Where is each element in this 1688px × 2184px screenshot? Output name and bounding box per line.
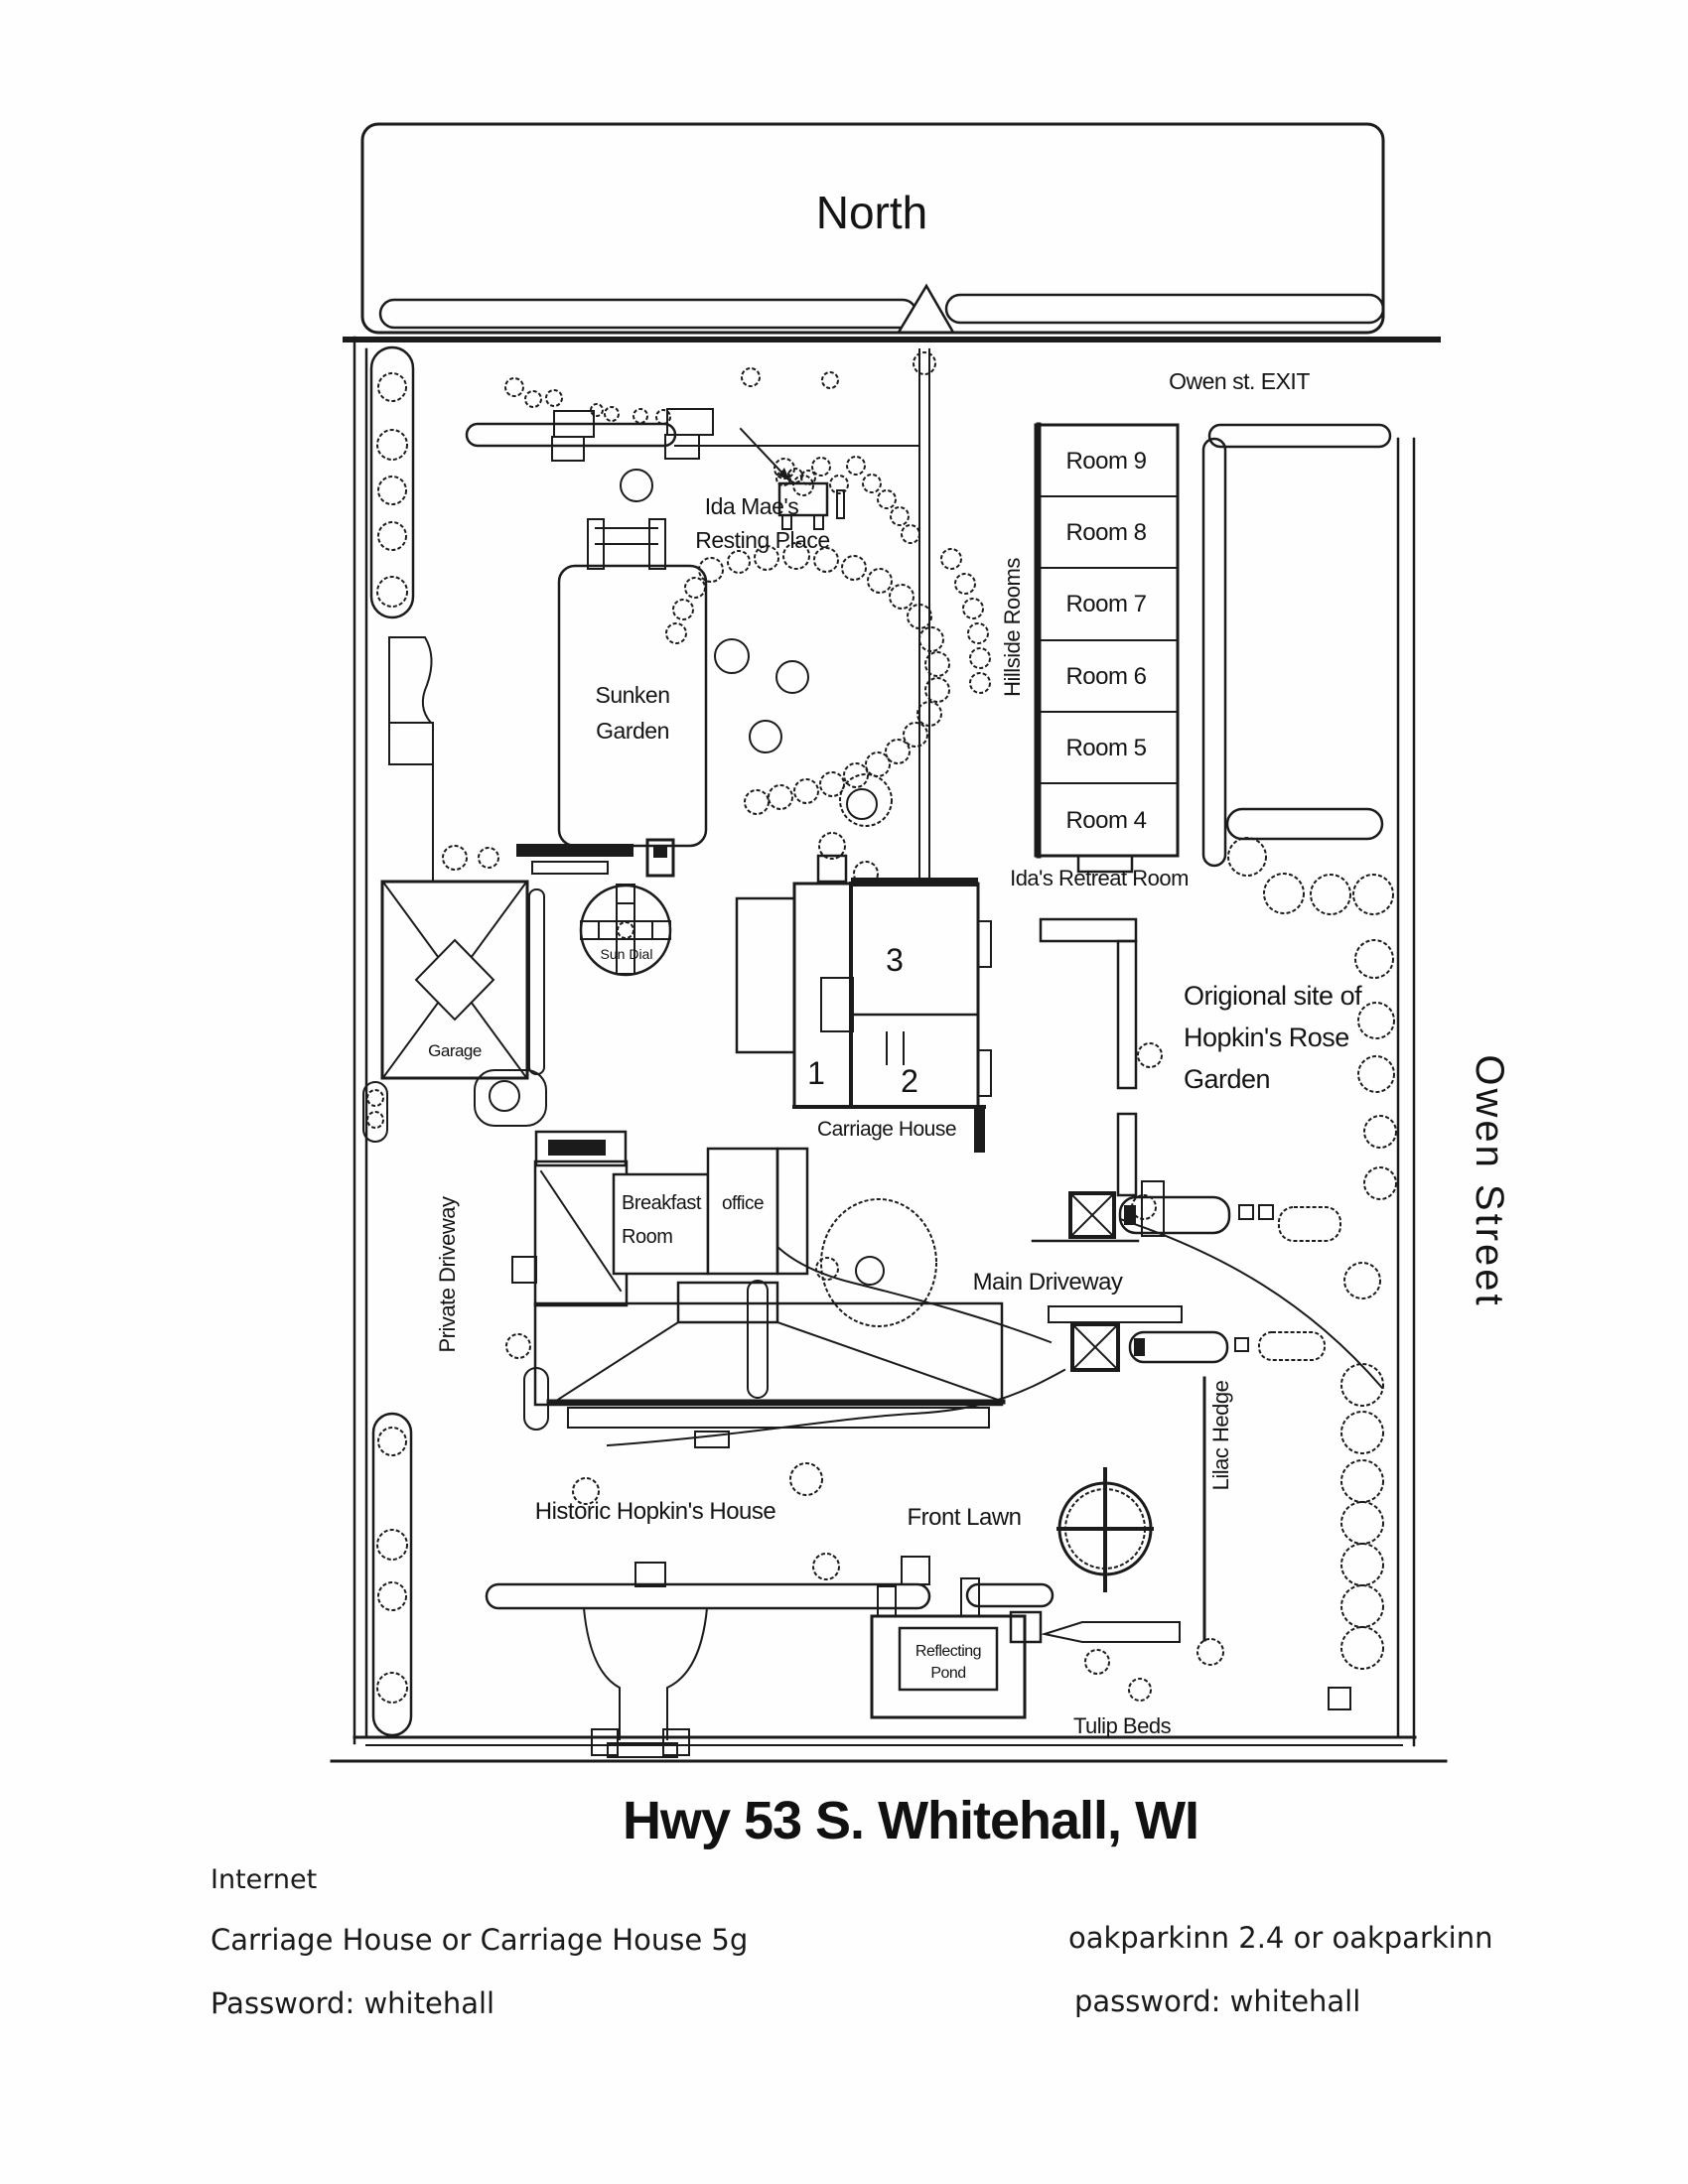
office-label: office	[722, 1193, 764, 1214]
car-icon	[1258, 1331, 1326, 1361]
breakfast-room	[612, 1172, 710, 1276]
internet-heading: Internet	[211, 1864, 317, 1895]
reflecting-pond-label-2: Pond	[930, 1665, 965, 1682]
idas-retreat-label: Ida's Retreat Room	[1010, 866, 1189, 890]
owen-exit-label: Owen st. EXIT	[1169, 368, 1310, 394]
north-banner: North	[360, 122, 1385, 335]
wifi-password-left: Password: whitehall	[211, 1986, 494, 2020]
front-lawn: Front Lawn	[572, 1198, 1154, 1592]
rose-garden-label-3: Garden	[1184, 1064, 1270, 1094]
street-band-right	[944, 293, 1385, 325]
room-7-label: Room 7	[1065, 591, 1146, 617]
room-8-label: Room 8	[1065, 519, 1146, 546]
reflecting-pond: Reflecting Pond	[870, 1577, 1181, 1719]
owen-street-trees	[1225, 807, 1397, 1710]
room-6-label: Room 6	[1065, 663, 1146, 690]
carriage-unit-1: 1	[807, 1055, 825, 1091]
sunken-garden: Sunken Garden	[557, 518, 708, 848]
car-icon	[1278, 1206, 1341, 1242]
historic-house-label: Historic Hopkin's House	[535, 1498, 776, 1525]
historic-hopkins-house: Breakfast Room office Historic Hopkin's …	[505, 1130, 1165, 1525]
office-room	[706, 1147, 779, 1276]
wifi-password-right: password: whitehall	[1074, 1984, 1360, 2018]
fountain-bed-icon	[1056, 1467, 1154, 1592]
carriage-unit-3: 3	[886, 942, 904, 978]
garage: Garage	[380, 845, 547, 1127]
rose-garden-fence: Origional site of Hopkin's Rose Garden	[1039, 917, 1363, 1220]
tulip-beds-label: Tulip Beds	[1073, 1713, 1172, 1738]
sidewalk-front-walk	[485, 1556, 1055, 1758]
carriage-unit-2: 2	[901, 1063, 918, 1099]
ida-mae-label-2: Resting Place	[695, 527, 829, 553]
tree-icon	[820, 1198, 937, 1327]
property-boundary	[330, 336, 1448, 1763]
breakfast-room-label-2: Room	[622, 1226, 672, 1248]
internet-info: Internet Carriage House or Carriage Hous…	[211, 1864, 1492, 2020]
map-title: Hwy 53 S. Whitehall, WI	[623, 1791, 1198, 1850]
ida-mae-resting-place: Ida Mae's Resting Place	[695, 427, 845, 553]
private-driveway-label: Private Driveway	[435, 1196, 460, 1353]
owen-street-label: Owen Street	[1468, 1054, 1511, 1307]
room-4-label: Room 4	[1065, 807, 1146, 834]
chimney-icon	[534, 1130, 628, 1167]
garage-label: Garage	[428, 1041, 482, 1060]
room-9-label: Room 9	[1065, 448, 1146, 475]
garden-bushes	[620, 456, 991, 887]
left-boundary-hedges	[362, 345, 434, 1737]
sun-dial-label: Sun Dial	[601, 946, 653, 962]
carriage-house: 1 2 3 Carriage House	[735, 854, 992, 1153]
driveways: Main Driveway Lilac Hedge	[606, 1152, 1384, 1666]
sun-dial: Sun Dial	[516, 838, 675, 977]
tulip-beds: Tulip Beds	[1073, 1649, 1172, 1738]
room-5-label: Room 5	[1065, 735, 1146, 761]
north-label: North	[816, 187, 927, 238]
sunken-garden-label-2: Garden	[596, 718, 669, 744]
lilac-hedge-label: Lilac Hedge	[1208, 1380, 1233, 1490]
main-driveway-label: Main Driveway	[973, 1269, 1123, 1296]
rose-garden-label-1: Origional site of	[1184, 981, 1362, 1011]
car-icon	[1118, 1195, 1231, 1235]
ida-mae-label-1: Ida Mae's	[705, 493, 799, 519]
reflecting-pond-label-1: Reflecting	[915, 1643, 981, 1660]
wifi-network-right: oakparkinn 2.4 or oakparkinn	[1068, 1921, 1492, 1955]
hillside-rooms-building: Room 9 Room 8 Room 7 Room 6 Room 5 Room …	[1000, 422, 1189, 890]
wifi-network-left: Carriage House or Carriage House 5g	[211, 1923, 748, 1957]
breakfast-room-label-1: Breakfast	[622, 1192, 702, 1214]
entry-walkway	[913, 348, 936, 883]
sunken-garden-label-1: Sunken	[595, 682, 669, 708]
hillside-rooms-label: Hillside Rooms	[1000, 558, 1025, 697]
front-lawn-label: Front Lawn	[907, 1504, 1021, 1531]
owen-street-exit: Owen st. EXIT	[1169, 368, 1392, 868]
street-band-left	[378, 298, 918, 330]
car-icon	[1128, 1330, 1229, 1364]
arrow-head-icon	[778, 468, 789, 480]
rose-garden-label-2: Hopkin's Rose	[1184, 1023, 1349, 1052]
north-arrow-icon	[898, 283, 954, 333]
top-hedge-row	[465, 367, 920, 462]
carriage-house-label: Carriage House	[817, 1118, 956, 1141]
parking-sign-lower	[1070, 1322, 1120, 1372]
parking-sign-upper	[1068, 1191, 1116, 1239]
